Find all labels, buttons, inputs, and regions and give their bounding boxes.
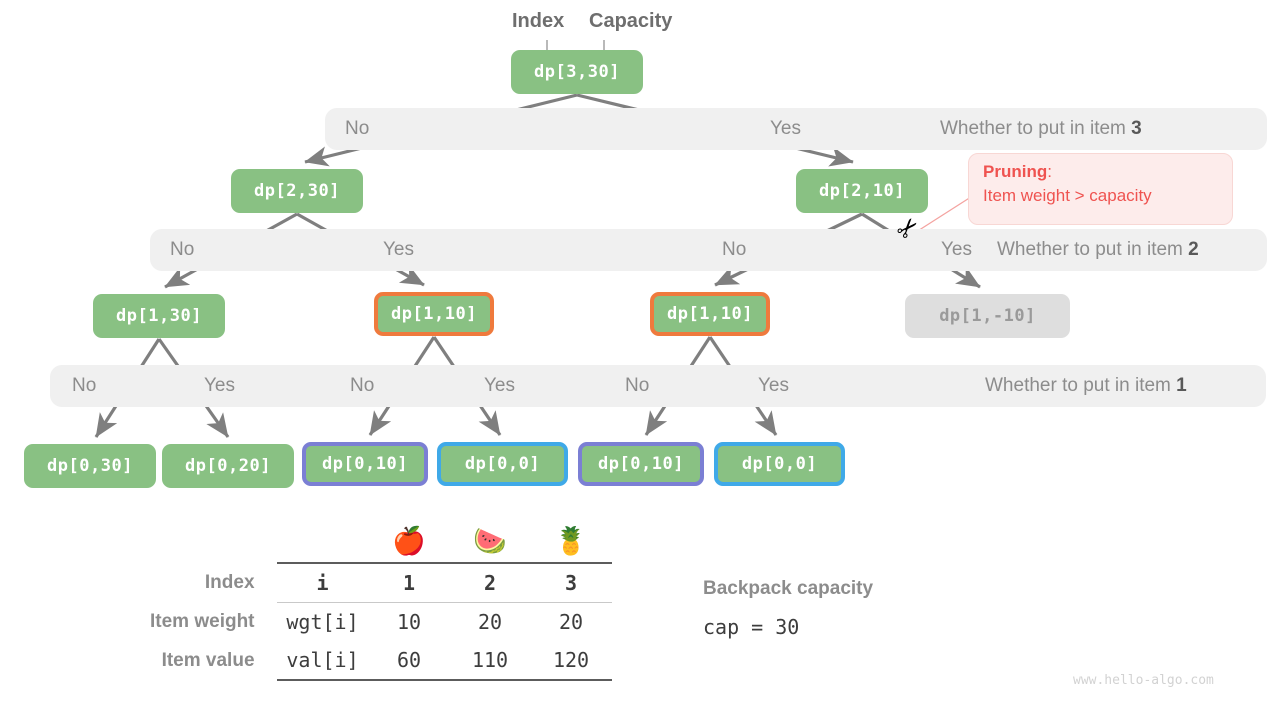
row-label-index: Index — [204, 571, 255, 593]
tree-node-dp-2-10[interactable]: dp[2,10] — [796, 169, 928, 213]
watermelon-icon: 🍉 — [473, 526, 507, 556]
branch-label-no: No — [625, 375, 650, 396]
tree-leaf-dp-0-20[interactable]: dp[0,20] — [162, 444, 294, 488]
pineapple-icon: 🍍 — [554, 526, 588, 556]
decision-band-item3 — [325, 108, 1267, 150]
branch-label-yes: Yes — [758, 375, 789, 396]
branch-label-yes: Yes — [770, 118, 801, 139]
weight-col-1: 10 — [368, 602, 450, 641]
tree-leaf-dp-0-10-a[interactable]: dp[0,10] — [302, 442, 428, 486]
band-question-item3: Whether to put in item 3 — [940, 108, 1142, 150]
branch-label-yes: Yes — [383, 239, 414, 260]
weight-col-2: 20 — [449, 602, 531, 641]
band-question-item2: Whether to put in item 2 — [997, 229, 1199, 271]
branch-label-yes: Yes — [941, 239, 972, 260]
tree-node-dp-1-neg10-pruned[interactable]: dp[1,-10] — [905, 294, 1070, 338]
band-question-text: Whether to put in item — [997, 239, 1189, 260]
table-row-weight: Item weight wgt[i] 10 20 20 — [150, 602, 612, 641]
item-table: 🍎 🍉 🍍 Index i 1 2 3 Item weight wgt[i] 1… — [150, 520, 612, 682]
tree-node-dp-1-10-left[interactable]: dp[1,10] — [374, 292, 494, 336]
backpack-capacity-value: cap = 30 — [703, 615, 800, 639]
band-question-item1: Whether to put in item 1 — [985, 365, 1187, 407]
branch-label-no: No — [350, 375, 375, 396]
tree-leaf-dp-0-0-a[interactable]: dp[0,0] — [437, 442, 568, 486]
band-item-number: 2 — [1188, 239, 1199, 260]
value-col-1: 60 — [396, 648, 422, 672]
index-col-3: 3 — [530, 562, 612, 603]
branch-label-no: No — [345, 118, 370, 139]
band-question-text: Whether to put in item — [985, 375, 1177, 396]
watermark: www.hello-algo.com — [1073, 673, 1214, 688]
tree-leaf-dp-0-30[interactable]: dp[0,30] — [24, 444, 156, 488]
row-name-i: i — [276, 562, 369, 603]
value-col-2: 110 — [471, 648, 509, 672]
row-label-item-weight: Item weight — [150, 610, 255, 632]
tree-leaf-dp-0-0-b[interactable]: dp[0,0] — [714, 442, 845, 486]
row-label-item-value: Item value — [161, 649, 255, 671]
table-emoji-row: 🍎 🍉 🍍 — [150, 520, 612, 563]
capacity-header-label: Capacity — [589, 10, 673, 32]
tree-node-dp-3-30[interactable]: dp[3,30] — [511, 50, 643, 94]
weight-col-3: 20 — [530, 602, 612, 641]
apple-icon: 🍎 — [392, 526, 426, 556]
pruning-callout: Pruning: Item weight > capacity — [968, 153, 1233, 225]
branch-label-no: No — [170, 239, 195, 260]
index-header-label: Index — [512, 10, 565, 32]
pruning-title-text: Pruning — [983, 162, 1048, 181]
branch-label-yes: Yes — [484, 375, 515, 396]
row-name-wgt: wgt[i] — [276, 602, 369, 641]
index-col-1: 1 — [368, 562, 450, 603]
tree-leaf-dp-0-10-b[interactable]: dp[0,10] — [578, 442, 704, 486]
pruning-title: Pruning: — [983, 162, 1218, 182]
table-bottom-rule — [150, 679, 612, 682]
decision-band-item1 — [50, 365, 1266, 407]
tree-node-dp-1-10-right[interactable]: dp[1,10] — [650, 292, 770, 336]
tree-node-dp-1-30[interactable]: dp[1,30] — [93, 294, 225, 338]
row-name-val: val[i] — [286, 648, 359, 672]
band-question-text: Whether to put in item — [940, 118, 1132, 139]
pruning-detail: Item weight > capacity — [983, 186, 1152, 205]
pruning-colon: : — [1047, 162, 1052, 181]
table-row-index: Index i 1 2 3 — [150, 562, 612, 603]
band-item-number: 1 — [1176, 375, 1187, 396]
table-row-value: Item value val[i] 60 110 120 — [150, 641, 612, 680]
tree-node-dp-2-30[interactable]: dp[2,30] — [231, 169, 363, 213]
branch-label-no: No — [722, 239, 747, 260]
band-item-number: 3 — [1131, 118, 1142, 139]
index-col-2: 2 — [449, 562, 531, 603]
decision-band-item2 — [150, 229, 1267, 271]
branch-label-yes: Yes — [204, 375, 235, 396]
value-col-3: 120 — [552, 648, 590, 672]
branch-label-no: No — [72, 375, 97, 396]
backpack-capacity-title: Backpack capacity — [703, 578, 874, 599]
